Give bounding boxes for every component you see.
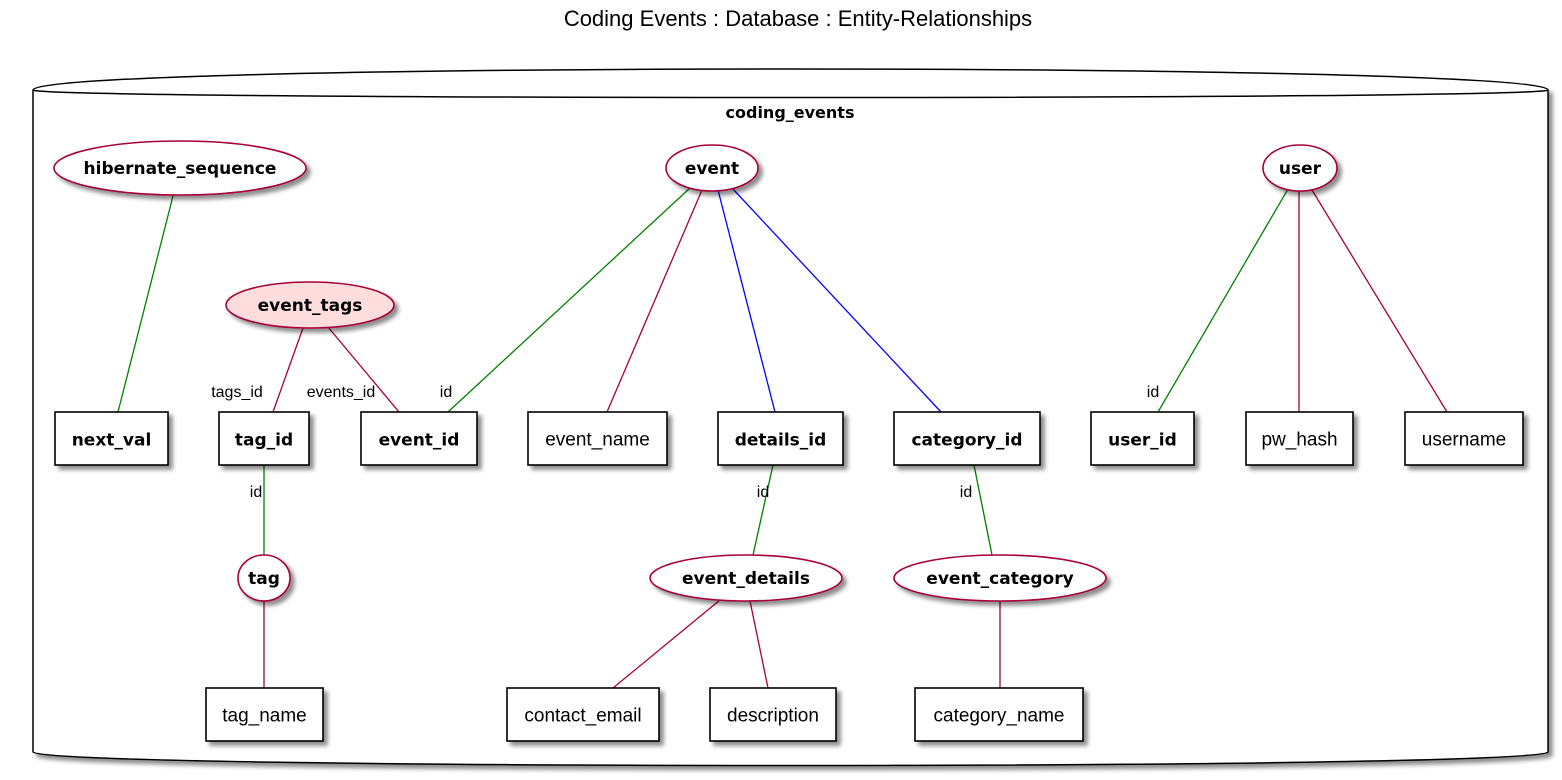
attribute-box: [1245, 411, 1354, 466]
relationship-lines: [117, 187, 1448, 689]
edge-details_id-event_details: [752, 464, 774, 556]
edge-label-event_tags-tag_id: tags_id: [211, 384, 263, 401]
attribute-event_name[interactable]: event_name: [527, 411, 668, 466]
entity-event[interactable]: event: [665, 144, 759, 192]
attribute-tag_id[interactable]: tag_id: [218, 411, 310, 466]
attribute-label: tag_name: [222, 706, 307, 727]
attribute-next_val[interactable]: next_val: [54, 411, 169, 466]
entity-label: event: [685, 159, 739, 179]
attribute-box: [527, 411, 668, 466]
attribute-contact_email[interactable]: contact_email: [506, 687, 660, 742]
entity-label: event_tags: [258, 296, 363, 316]
attribute-box: [54, 411, 169, 466]
edge-event-category_id: [731, 187, 942, 413]
attribute-label: contact_email: [524, 706, 641, 727]
edge-label-event-event_id: id: [440, 384, 452, 401]
attribute-category_id[interactable]: category_id: [893, 411, 1041, 466]
entity-ellipse: [1262, 144, 1338, 192]
entity-tag[interactable]: tag: [237, 554, 291, 602]
edge-category_id-event_category: [973, 464, 993, 556]
entity-label: event_category: [926, 569, 1073, 589]
attribute-label: tag_id: [235, 431, 293, 451]
edge-label-details_id-event_details: id: [757, 484, 769, 501]
attribute-box: [1090, 411, 1195, 466]
entity-label: user: [1279, 159, 1322, 179]
entity-label: event_details: [682, 569, 810, 589]
edge-user-username: [1311, 189, 1448, 413]
entity-event_details[interactable]: event_details: [649, 554, 843, 602]
attribute-label: username: [1422, 430, 1507, 451]
attribute-box: [205, 687, 324, 742]
entity-ellipse: [53, 140, 307, 196]
entity-hibernate_sequence[interactable]: hibernate_sequence: [53, 140, 307, 196]
attribute-box: [893, 411, 1041, 466]
entity-event_tags[interactable]: event_tags: [225, 281, 395, 329]
edge-label-tag_id-tag: id: [250, 484, 262, 501]
attribute-user_id[interactable]: user_id: [1090, 411, 1195, 466]
edge-event-event_id: [447, 187, 691, 413]
attribute-box: [914, 687, 1084, 742]
entity-ellipse: [237, 554, 291, 602]
attribute-label: next_val: [72, 431, 152, 451]
attribute-box: [360, 411, 478, 466]
attribute-label: pw_hash: [1261, 430, 1337, 451]
edge-event-details_id: [717, 189, 776, 413]
diagram-title: Coding Events : Database : Entity-Relati…: [564, 6, 1032, 31]
attribute-label: details_id: [735, 431, 827, 451]
edge-event_details-description: [749, 600, 769, 689]
attribute-box: [218, 411, 310, 466]
entity-label: hibernate_sequence: [84, 159, 277, 179]
entity-ellipse: [649, 554, 843, 602]
attribute-pw_hash[interactable]: pw_hash: [1245, 411, 1354, 466]
attribute-label: event_id: [379, 431, 460, 451]
attribute-description[interactable]: description: [709, 687, 837, 742]
attribute-details_id[interactable]: details_id: [717, 411, 844, 466]
edge-label-user-user_id: id: [1147, 384, 1159, 401]
edge-event_tags-tag_id: [272, 327, 304, 413]
entity-label: tag: [248, 569, 280, 589]
attribute-username[interactable]: username: [1404, 411, 1524, 466]
attribute-label: event_name: [545, 430, 650, 451]
entity-ellipse: [665, 144, 759, 192]
attribute-label: description: [727, 706, 819, 727]
edge-hibernate_sequence-next_val: [117, 195, 174, 413]
attribute-label: user_id: [1108, 431, 1177, 451]
attribute-box: [506, 687, 660, 742]
attribute-box: [1404, 411, 1524, 466]
edge-event_details-contact_email: [612, 599, 721, 689]
edge-user-user_id: [1157, 188, 1289, 413]
entity-ellipse: [225, 281, 395, 329]
attribute-label: category_name: [934, 706, 1065, 727]
database-name: coding_events: [726, 103, 855, 122]
attribute-box: [709, 687, 837, 742]
edge-event_tags-event_id: [327, 326, 400, 413]
attribute-label: category_id: [911, 431, 1022, 451]
attribute-tag_name[interactable]: tag_name: [205, 687, 324, 742]
entity-ellipse: [893, 554, 1107, 602]
entity-user[interactable]: user: [1262, 144, 1338, 192]
attribute-event_id[interactable]: event_id: [360, 411, 478, 466]
entity-event_category[interactable]: event_category: [893, 554, 1107, 602]
edge-event-event_name: [606, 189, 703, 413]
attribute-category_name[interactable]: category_name: [914, 687, 1084, 742]
attribute-box: [717, 411, 844, 466]
edge-label-event_tags-event_id: events_id: [307, 384, 376, 401]
edge-label-category_id-event_category: id: [960, 484, 972, 501]
diagram-nodes: next_val tag_id event_id event_name details_…: [53, 140, 1524, 742]
